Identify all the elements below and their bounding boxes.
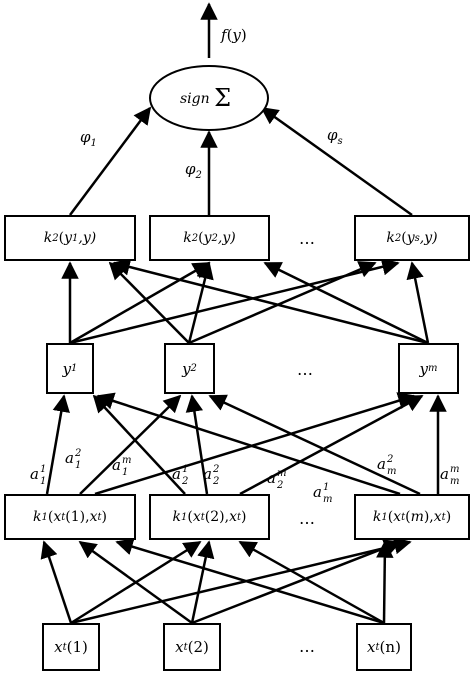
edge-y1-to-k22 <box>69 261 211 345</box>
connection-edges <box>40 2 447 625</box>
input-ellipsis: … <box>299 637 316 656</box>
sign-word: sign <box>180 91 210 107</box>
edge-ym-to-k22 <box>263 261 429 345</box>
kernel2-ellipsis: … <box>299 229 316 248</box>
y-ellipsis: … <box>297 360 314 379</box>
edge-xn-to-k1m <box>376 540 394 624</box>
output-label: f(y) <box>221 26 247 44</box>
sigma-symbol: Σ <box>214 84 232 112</box>
weight-label-2: φ2 <box>185 160 202 181</box>
weight-label-s: φs <box>327 126 343 147</box>
edge-x2-to-k11 <box>78 540 193 625</box>
edge-x2-to-k12 <box>190 540 215 624</box>
edge-y2-to-k2s <box>188 261 377 345</box>
edge-k2-1-to-sum <box>68 106 152 216</box>
kernel1-ellipsis: … <box>299 509 316 528</box>
sum-node <box>149 65 269 131</box>
weight-label-1: φ1 <box>80 128 97 149</box>
edge-ym-to-k21 <box>112 258 429 345</box>
edge-k11-to-ym <box>94 392 416 496</box>
edge-y2-to-k21 <box>108 261 190 344</box>
edge-k12-to-y1 <box>92 394 186 495</box>
edge-y2-to-k22 <box>187 261 214 344</box>
edge-x2-to-k1m <box>191 539 402 625</box>
edge-k12-to-ym <box>239 394 424 496</box>
edge-x1-to-k1m <box>70 537 412 625</box>
edge-ym-to-k2s <box>406 261 430 344</box>
edge-xn-to-k11 <box>115 538 385 625</box>
edge-k1m-to-y2 <box>208 394 421 496</box>
edge-x1-to-k11 <box>40 540 73 624</box>
sum-node-label: sign Σ <box>180 84 231 112</box>
edge-k12-to-y2 <box>185 394 209 495</box>
edge-k1m-to-y1 <box>96 392 401 496</box>
edge-k2-s-to-sum <box>260 106 413 217</box>
edge-k11-to-y2 <box>79 394 182 495</box>
edge-k11-to-y1 <box>45 394 70 495</box>
edge-xn-to-k12 <box>238 540 385 625</box>
